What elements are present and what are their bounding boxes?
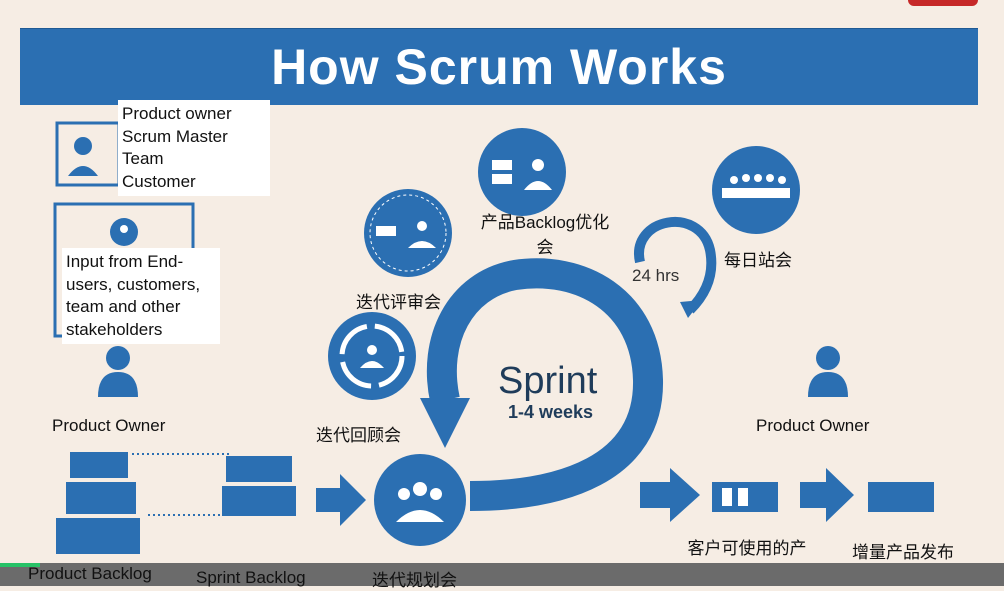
- sprint-backlog-boxes: [222, 456, 296, 516]
- role-team: Team: [122, 149, 164, 168]
- roles-note: Product owner Scrum Master Team Customer: [118, 100, 270, 196]
- daily-standup-icon: [712, 146, 800, 234]
- footer-bar: [0, 563, 1004, 586]
- sprint-planning-icon: [374, 454, 466, 546]
- sprint-planning-label: 迭代规划会: [372, 571, 457, 590]
- sprint-label: Sprint: [498, 360, 598, 402]
- retrospective-label: 迭代回顾会: [316, 426, 401, 445]
- sprint-loop: [426, 258, 664, 511]
- product-owner-left-label: Product Owner: [52, 416, 166, 435]
- backlog-refinement-icon: [478, 128, 566, 216]
- role-customer: Customer: [122, 171, 196, 191]
- release-icon: [868, 482, 934, 512]
- arrow-to-increment: [640, 468, 700, 522]
- sprint-loop-arrowhead: [420, 398, 470, 448]
- product-backlog-boxes: [56, 452, 140, 554]
- product-owner-left-icon: [98, 346, 138, 397]
- input-note: Input from End-users, customers, team an…: [62, 248, 220, 344]
- daily-cycle-label: 24 hrs: [632, 266, 680, 285]
- product-backlog-label: Product Backlog: [28, 564, 152, 583]
- role-scrum-master: Scrum Master: [122, 126, 228, 146]
- top-red-tab: [908, 0, 978, 6]
- role-product-owner: Product owner: [122, 104, 232, 123]
- sprint-duration: 1-4 weeks: [508, 402, 594, 422]
- daily-loop: [634, 217, 717, 314]
- title-banner: How Scrum Works: [20, 28, 978, 105]
- release-label: 增量产品发布: [852, 543, 954, 562]
- arrow-to-planning: [316, 474, 366, 526]
- roles-card-icon: [55, 121, 121, 187]
- product-owner-right-icon: [808, 346, 848, 397]
- retrospective-icon: [328, 312, 416, 400]
- product-owner-right-label: Product Owner: [756, 416, 870, 435]
- sprint-backlog-label: Sprint Backlog: [196, 568, 306, 587]
- usable-increment-icon: [712, 482, 778, 512]
- page-title: How Scrum Works: [271, 39, 727, 95]
- sprint-review-icon: [364, 189, 452, 277]
- daily-standup-label: 每日站会: [724, 251, 792, 270]
- arrow-to-release: [800, 468, 854, 522]
- footer-stripe: [0, 563, 40, 567]
- backlog-refinement-label: 产品Backlog优化会: [480, 213, 610, 257]
- sprint-review-label: 迭代评审会: [356, 293, 441, 312]
